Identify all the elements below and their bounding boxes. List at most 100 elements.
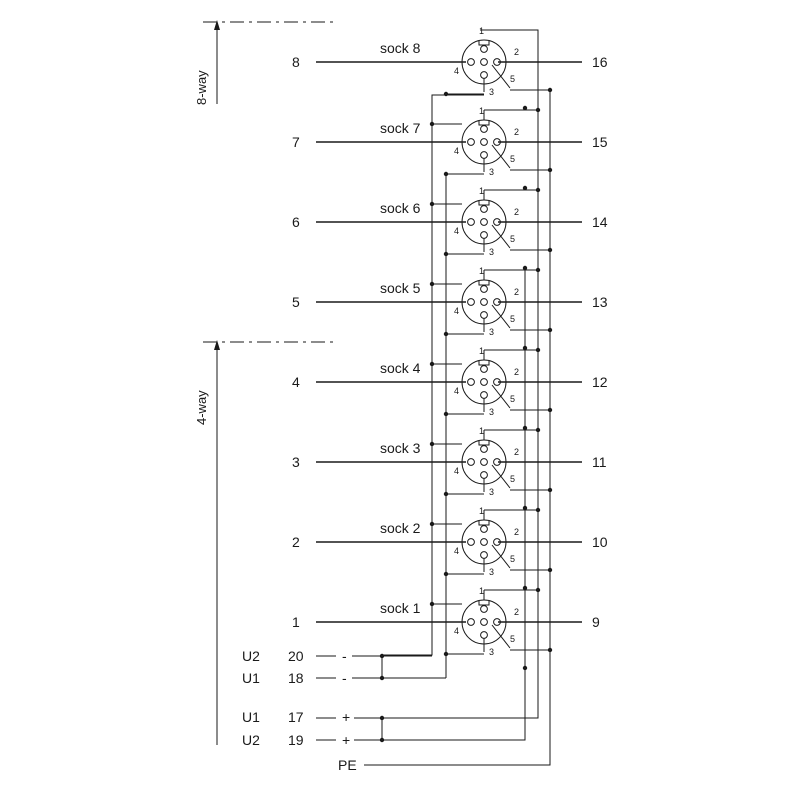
pin-label: 1 (479, 586, 484, 596)
supply-row: U1 17 + (242, 709, 382, 725)
terminal-number-left: 6 (292, 214, 300, 230)
socket-name: sock 6 (380, 200, 421, 216)
terminal-number-left: 4 (292, 374, 300, 390)
pin-label: 2 (514, 607, 519, 617)
pin-label: 3 (489, 487, 494, 497)
terminal-number-left: 5 (292, 294, 300, 310)
pin-label: 2 (514, 127, 519, 137)
pin-label: 2 (514, 527, 519, 537)
terminal-number: 17 (288, 709, 304, 725)
polarity-sign: + (342, 709, 350, 725)
terminal-number-right: 9 (592, 614, 600, 630)
pin-label: 5 (510, 234, 515, 244)
m12-connector-icon: 1 2 3 4 5 (454, 26, 519, 97)
terminal-number-left: 8 (292, 54, 300, 70)
socket-name: sock 7 (380, 120, 421, 136)
terminal-number-right: 11 (592, 454, 607, 470)
pin-label: 5 (510, 474, 515, 484)
polarity-sign: + (342, 732, 350, 748)
terminal-number-right: 12 (592, 374, 608, 390)
m12-connector-icon: 1 2 3 4 5 (454, 186, 519, 257)
socket-name: sock 1 (380, 600, 421, 616)
terminal-number: 18 (288, 670, 304, 686)
pin-label: 1 (479, 346, 484, 356)
group-4-way: 4-way (194, 340, 333, 745)
pe-label: PE (338, 757, 357, 773)
pin-label: 1 (479, 266, 484, 276)
terminal-number-left: 7 (292, 134, 300, 150)
m12-connector-icon: 1 2 3 4 5 (454, 586, 519, 657)
pin-label: 3 (489, 247, 494, 257)
pin-label: 3 (489, 647, 494, 657)
pin-label: 5 (510, 74, 515, 84)
supply-label: U1 (242, 709, 260, 725)
terminal-number-left: 3 (292, 454, 300, 470)
pin-label: 4 (454, 226, 459, 236)
socket-row: 2 10 sock 2 1 2 3 4 5 (292, 506, 608, 591)
terminal-number-left: 2 (292, 534, 300, 550)
pin-label: 1 (479, 106, 484, 116)
socket-name: sock 4 (380, 360, 421, 376)
pin-label: 2 (514, 447, 519, 457)
socket-name: sock 5 (380, 280, 421, 296)
pin-label: 5 (510, 394, 515, 404)
supply-row: U2 19 + (242, 732, 382, 748)
pin-label: 1 (479, 426, 484, 436)
terminal-number-right: 10 (592, 534, 608, 550)
polarity-sign: - (342, 670, 347, 686)
pin-label: 4 (454, 546, 459, 556)
pin-label: 5 (510, 634, 515, 644)
terminal-number-right: 16 (592, 54, 608, 70)
terminal-number-right: 14 (592, 214, 608, 230)
supply-row: U1 18 - (242, 670, 446, 686)
pin-label: 5 (510, 314, 515, 324)
pin-label: 3 (489, 87, 494, 97)
pin-label: 3 (489, 407, 494, 417)
socket-name: sock 2 (380, 520, 421, 536)
supply-label: U2 (242, 648, 260, 664)
socket-name: sock 3 (380, 440, 421, 456)
pin-label: 4 (454, 386, 459, 396)
polarity-sign: - (342, 648, 347, 664)
socket-row: 8 16 sock 8 1 2 3 4 5 (292, 26, 608, 111)
pin-label: 4 (454, 66, 459, 76)
supply-terminals: U2 20 - U1 18 - U1 17 + U2 19 + (242, 648, 446, 773)
socket-row: 6 14 sock 6 1 2 3 4 5 (292, 186, 608, 271)
terminal-number: 20 (288, 648, 304, 664)
terminal-number-right: 15 (592, 134, 608, 150)
pin-label: 3 (489, 167, 494, 177)
supply-label: U1 (242, 670, 260, 686)
pin-label: 2 (514, 47, 519, 57)
pin-label: 5 (510, 154, 515, 164)
pin-label: 4 (454, 146, 459, 156)
bus-lines (364, 29, 551, 766)
socket-row: 7 15 sock 7 1 2 3 4 5 (292, 106, 608, 191)
supply-row: U2 20 - (242, 648, 432, 664)
pin-label: 3 (489, 567, 494, 577)
socket-row: 3 11 sock 3 1 2 3 4 5 (292, 426, 607, 511)
pin-label: 2 (514, 207, 519, 217)
pe-terminal: PE (338, 757, 357, 773)
pin-label: 1 (479, 186, 484, 196)
terminal-number: 19 (288, 732, 304, 748)
pin-label: 2 (514, 367, 519, 377)
socket-row: 5 13 sock 5 1 2 3 4 5 (292, 266, 608, 351)
pin-label: 2 (514, 287, 519, 297)
terminal-number-right: 13 (592, 294, 608, 310)
pin-label: 5 (510, 554, 515, 564)
group-8-way: 8-way (194, 20, 333, 105)
group-8-way-label: 8-way (194, 70, 209, 105)
pin-label: 3 (489, 327, 494, 337)
pin-label: 4 (454, 306, 459, 316)
terminal-number-left: 1 (292, 614, 300, 630)
group-4-way-label: 4-way (194, 390, 209, 425)
pin-label: 1 (479, 26, 484, 36)
supply-label: U2 (242, 732, 260, 748)
pin-label: 1 (479, 506, 484, 516)
pin-label: 4 (454, 466, 459, 476)
socket-name: sock 8 (380, 40, 421, 56)
pin-label: 4 (454, 626, 459, 636)
